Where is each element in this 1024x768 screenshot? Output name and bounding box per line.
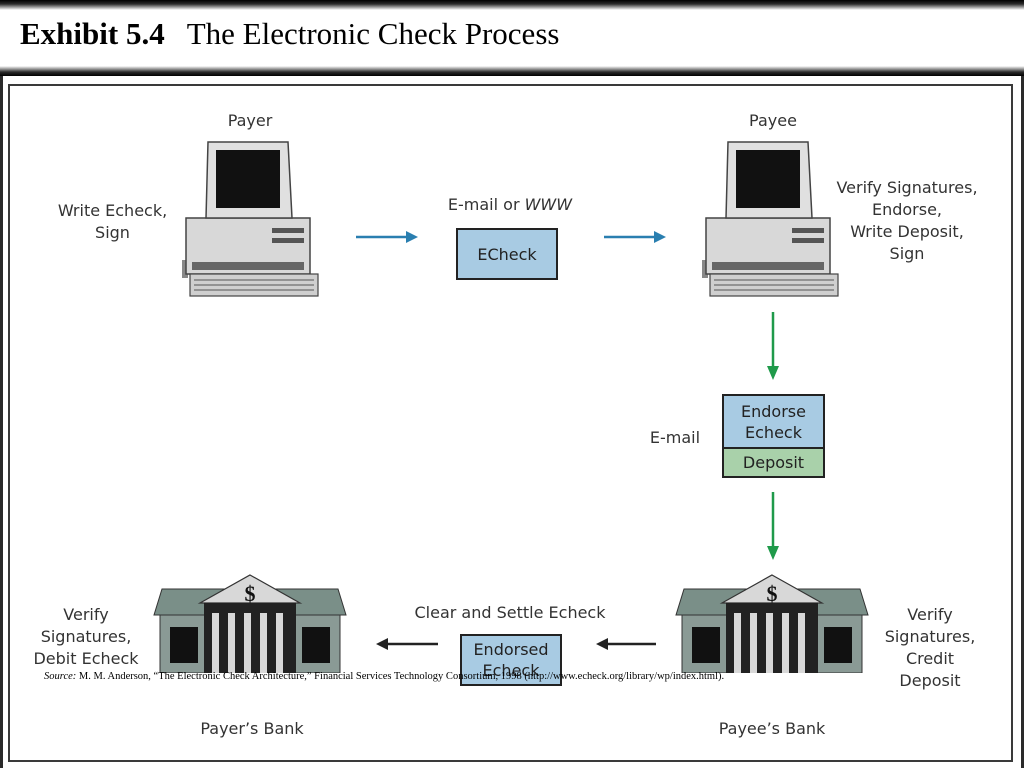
exhibit-number: Exhibit 5.4: [20, 16, 165, 51]
email-or-text: E-mail or: [447, 195, 525, 214]
source-citation: Source: M. M. Anderson, “The Electronic …: [44, 671, 724, 682]
email-label: E-mail: [649, 428, 701, 447]
payer-action: Write Echeck, Sign: [57, 201, 168, 242]
payee-bank-action: Verify Signatures, Credit Deposit: [884, 605, 976, 690]
exhibit-title: The Electronic Check Process: [186, 16, 560, 51]
arrow-to-payee-bank: [767, 492, 779, 560]
email-www-label: E-mail or WWW: [445, 194, 575, 216]
arrow-payer-to-echeck: [356, 231, 418, 243]
payee-bank-title: Payee’s Bank: [718, 719, 826, 738]
payee-computer-icon: [702, 141, 839, 297]
payer-bank-icon: $: [153, 574, 347, 673]
source-text: M. M. Anderson, “The Electronic Check Ar…: [76, 671, 725, 682]
payer-bank-action: Verify Signatures, Debit Echeck: [33, 605, 139, 668]
title-bar: Exhibit 5.4 The Electronic Check Process: [0, 0, 1024, 76]
www-text: WWW: [524, 195, 573, 214]
arrow-to-endorsed-echeck: [596, 638, 656, 650]
source-prefix: Source:: [44, 671, 77, 682]
arrow-echeck-to-payee: [604, 231, 666, 243]
payee-bank-icon: $: [675, 574, 869, 673]
dollar-symbol: $: [245, 581, 256, 606]
payer-bank-title: Payer’s Bank: [200, 719, 304, 738]
arrow-payee-down: [767, 312, 779, 380]
right-edge: [1021, 76, 1024, 768]
payee-action: Verify Signatures, Endorse, Write Deposi…: [836, 178, 978, 263]
payer-title: Payer: [227, 111, 273, 130]
payer-computer-icon: [182, 141, 319, 297]
clear-settle-label: Clear and Settle Echeck: [414, 603, 606, 622]
endorsed-echeck-box: Endorsed Echeck: [460, 634, 562, 686]
dollar-symbol: $: [767, 581, 778, 606]
left-edge: [0, 76, 3, 768]
slide-title: Exhibit 5.4 The Electronic Check Process: [20, 16, 559, 52]
echeck-box: ECheck: [456, 228, 558, 280]
deposit-box: Deposit: [722, 447, 825, 478]
arrow-to-payer-bank: [376, 638, 438, 650]
payee-title: Payee: [749, 111, 797, 130]
endorse-echeck-box: Endorse Echeck: [722, 394, 825, 449]
